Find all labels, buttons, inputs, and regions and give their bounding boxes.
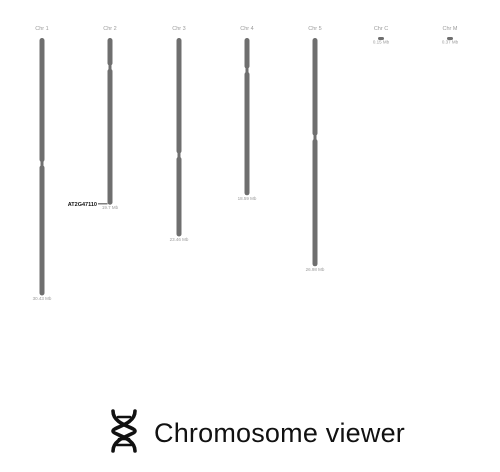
centromere xyxy=(40,161,44,167)
centromere xyxy=(313,134,317,140)
chromosome-body xyxy=(378,37,384,40)
chromosome-arm-p xyxy=(312,38,318,136)
chromosome-name: Chr 5 xyxy=(308,26,321,32)
centromere xyxy=(245,67,249,73)
chromosome-length: 19.7 Mb xyxy=(102,205,119,210)
chromosome-arm-q xyxy=(39,165,45,296)
chromosome-1[interactable]: Chr 1 30.43 Mb xyxy=(33,26,52,301)
gene-label: AT2G47110 xyxy=(68,202,97,208)
centromere xyxy=(108,64,112,70)
footer: Chromosome viewer xyxy=(108,408,405,458)
chromosome-m[interactable]: Chr M 0.37 Mb xyxy=(442,26,459,45)
chromosome-5[interactable]: Chr 5 26.98 Mb xyxy=(306,26,325,272)
chromosome-length: 30.43 Mb xyxy=(33,296,52,301)
chromosome-arm-q xyxy=(312,138,318,267)
chromosome-length: 0.15 Mb xyxy=(373,40,390,45)
chromosome-length: 23.46 Mb xyxy=(170,237,189,242)
chromosome-arm-q xyxy=(176,156,182,237)
chromosome-3[interactable]: Chr 3 23.46 Mb xyxy=(170,26,189,242)
chromosome-4[interactable]: Chr 4 18.59 Mb xyxy=(238,26,257,201)
dna-icon xyxy=(108,408,140,458)
chromosome-arm-p xyxy=(39,38,45,163)
page-title: Chromosome viewer xyxy=(154,417,405,448)
chromosome-c[interactable]: Chr C 0.15 Mb xyxy=(373,26,390,45)
chromosome-length: 0.37 Mb xyxy=(442,40,459,45)
chromosome-name: Chr 1 xyxy=(35,26,48,32)
chromosome-name: Chr 4 xyxy=(240,26,253,32)
chromosome-name: Chr M xyxy=(443,26,458,32)
gene-marker[interactable]: AT2G47110 xyxy=(68,202,108,208)
chromosome-2[interactable]: Chr 2 19.7 Mb xyxy=(102,26,119,210)
centromere xyxy=(177,152,181,158)
chromosome-arm-p xyxy=(107,38,113,66)
chromosome-body xyxy=(447,37,453,40)
chromosome-arm-q xyxy=(107,68,113,205)
chromosome-name: Chr 3 xyxy=(172,26,185,32)
chromosome-length: 18.59 Mb xyxy=(238,196,257,201)
chromosome-arm-p xyxy=(176,38,182,154)
chromosome-arm-p xyxy=(244,38,250,69)
chromosome-length: 26.98 Mb xyxy=(306,267,325,272)
chromosome-arm-q xyxy=(244,71,250,196)
chromosome-name: Chr C xyxy=(374,26,388,32)
chromosome-name: Chr 2 xyxy=(103,26,116,32)
